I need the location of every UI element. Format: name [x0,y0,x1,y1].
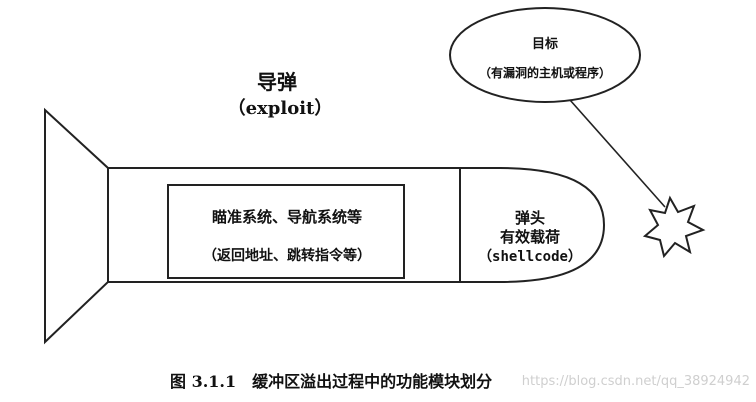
guidance-label-detail: （返回地址、跳转指令等） [203,248,371,264]
figure-caption: 图 3.1.1 缓冲区溢出过程中的功能模块划分 [170,372,493,391]
warhead-label: 弹头 [514,209,545,227]
missile-title: 导弹 [257,70,297,94]
missile-warhead [460,167,606,283]
explosion-star-icon [642,195,706,259]
target-detail-label: （有漏洞的主机或程序） [478,66,611,80]
target-label: 目标 [531,37,558,52]
warhead-payload-label: 有效载荷 [499,228,560,246]
target-connector-line [569,99,666,208]
warhead-shellcode-label: （shellcode） [478,249,582,265]
guidance-label-main: 瞄准系统、导航系统等 [211,208,362,226]
missile-body [107,167,461,283]
watermark-url: https://blog.csdn.net/qq_38924942 [521,374,750,389]
target-ellipse [449,7,641,103]
missile-tail-fin [44,107,109,345]
guidance-system-box [167,184,405,279]
missile-subtitle: （exploit） [227,98,333,119]
